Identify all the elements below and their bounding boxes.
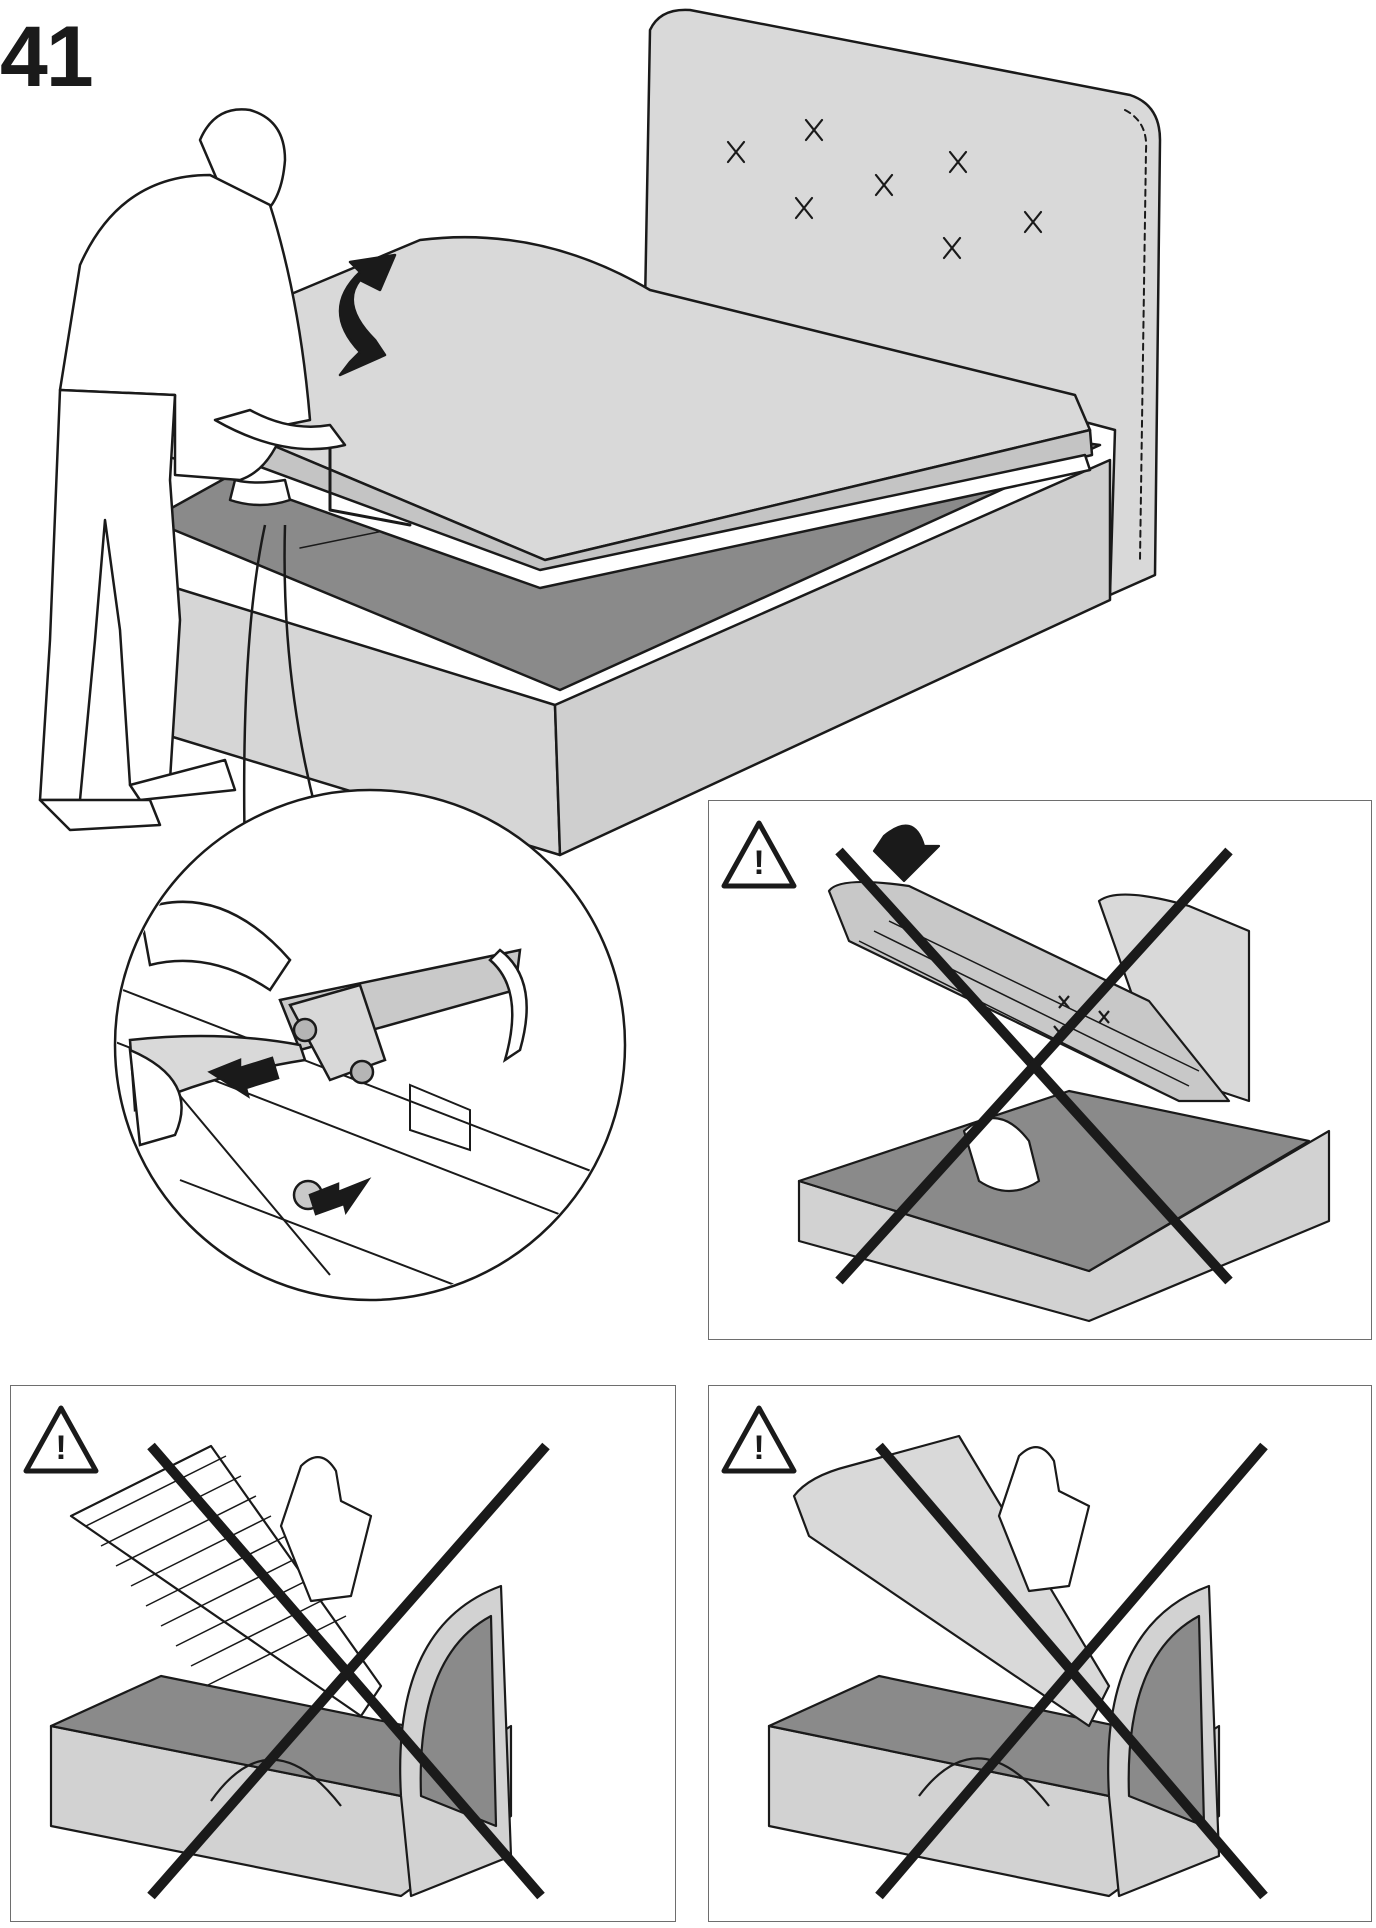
headboard-tufts <box>726 118 1043 260</box>
detail-circle <box>113 788 627 1302</box>
prohibited-x <box>147 1442 550 1900</box>
prohibited-x <box>875 1442 1268 1900</box>
svg-text:!: ! <box>753 844 764 882</box>
warning-panel-child-on-slats: ! <box>10 1385 676 1922</box>
step-number: 41 <box>0 9 94 105</box>
warning-panel-child-on-mattress: ! <box>708 1385 1372 1922</box>
prohibited-x <box>835 847 1233 1285</box>
warning-triangle-icon: ! <box>23 1405 99 1474</box>
push-right-arrow-icon <box>308 1177 372 1216</box>
headboard <box>643 8 1162 597</box>
warning-triangle-icon: ! <box>721 1405 797 1474</box>
pull-left-arrow-icon <box>207 1056 280 1099</box>
bed-base-side <box>553 458 1112 857</box>
warning-panel-child-under-lid: ! <box>708 800 1372 1340</box>
person <box>38 108 347 832</box>
svg-text:!: ! <box>753 1429 764 1467</box>
up-down-arrow-icon <box>338 253 397 377</box>
warning-triangle-icon: ! <box>721 820 797 889</box>
svg-text:!: ! <box>55 1429 66 1467</box>
